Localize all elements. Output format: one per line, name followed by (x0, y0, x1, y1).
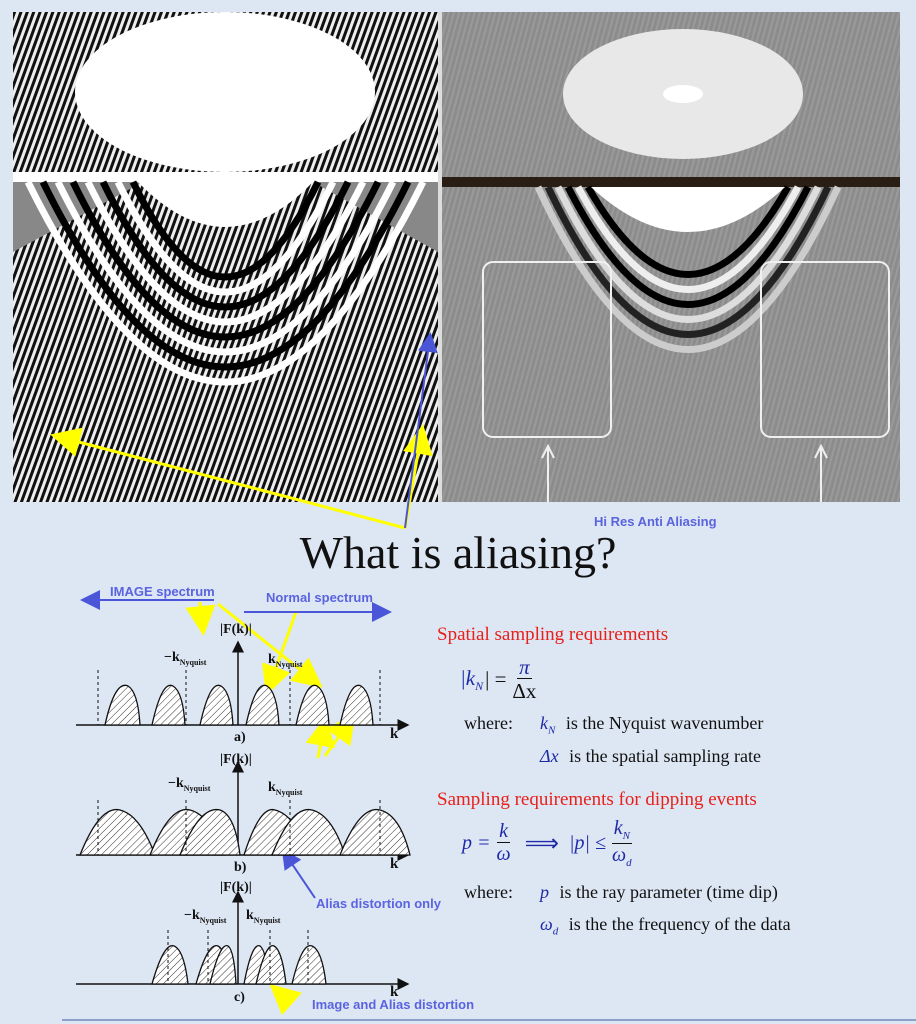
dx-definition: Δx is the spatial sampling rate (540, 746, 762, 766)
alias-distortion-only-label: Alias distortion only (316, 896, 441, 911)
k-axis-label-c: k (390, 984, 399, 1000)
fk-label-c: |F(k)| (220, 880, 252, 895)
hi-res-anti-aliasing-label: Hi Res Anti Aliasing (594, 514, 717, 529)
k-axis-label-b: k (390, 856, 399, 872)
seismic-image-panels (13, 12, 900, 502)
image-and-alias-distortion-label: Image and Alias distortion (312, 997, 475, 1012)
spectrum-panel-b (76, 760, 411, 861)
spectrum-panel-c (76, 890, 410, 990)
panel-c-label: c) (234, 990, 245, 1005)
panel-a-label: a) (234, 730, 246, 745)
antialiased-hyperbola-panel (442, 185, 900, 502)
aliased-hyperbola-panel (13, 180, 438, 502)
footer-divider (62, 1019, 916, 1021)
image-spectrum-label: IMAGE spectrum (110, 584, 215, 599)
neg-nyquist-label-a: −kNyquist (164, 650, 207, 667)
neg-nyquist-label-c: −kNyquist (184, 908, 227, 925)
slide-title: What is aliasing? (299, 527, 617, 578)
p-definition: p is the ray parameter (time dip) (540, 882, 778, 902)
pos-nyquist-label-a: kNyquist (268, 652, 303, 669)
pos-nyquist-label-b: kNyquist (268, 780, 303, 797)
kn-definition: kN is the Nyquist wavenumber (540, 713, 764, 737)
spatial-sampling-heading: Spatial sampling requirements (437, 624, 669, 645)
where-label-2: where: (464, 882, 513, 902)
spectrum-panel-a (76, 640, 410, 731)
neg-nyquist-label-b: −kNyquist (168, 776, 211, 793)
aliased-rings-panel (13, 12, 438, 172)
dipping-events-heading: Sampling requirements for dipping events (437, 789, 757, 810)
fk-label-b: |F(k)| (220, 752, 252, 767)
normal-spectrum-label: Normal spectrum (266, 590, 373, 605)
omega-d-definition: ωd is the the frequency of the data (540, 914, 791, 938)
panel-b-label: b) (234, 860, 247, 875)
pos-nyquist-label-c: kNyquist (246, 908, 281, 925)
antialiased-rings-panel (442, 12, 900, 177)
where-label-1: where: (464, 713, 513, 733)
fk-label-a: |F(k)| (220, 622, 252, 637)
k-axis-label-a: k (390, 726, 399, 742)
spectrum-diagram (76, 640, 411, 990)
